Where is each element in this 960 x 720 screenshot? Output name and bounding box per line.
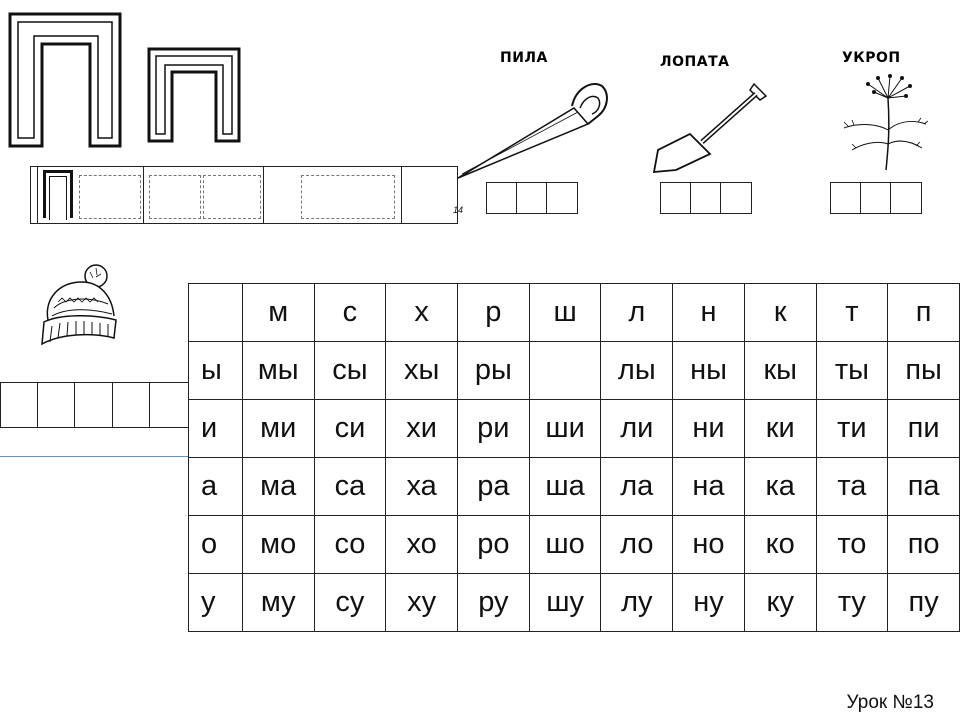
syllable-cell: ри (456, 399, 530, 458)
dill-icon (843, 74, 929, 171)
syllable-cell: хи (385, 399, 458, 458)
syllable-cell: то (815, 515, 889, 574)
syllable-cell: ти (815, 399, 889, 458)
saw-icon (457, 83, 608, 179)
syllable-cell: ха (385, 457, 458, 516)
rule-line (0, 456, 188, 457)
consonant-header: ш (528, 283, 602, 342)
letter-p-lowercase (147, 47, 241, 143)
syllable-cell: шо (528, 515, 602, 574)
syllable-cell: су (313, 573, 387, 632)
vowel-header: а (188, 457, 243, 516)
consonant-header: с (313, 283, 387, 342)
vowel-header: ы (188, 341, 243, 400)
syllable-cell: мо (241, 515, 315, 574)
syllable-cell: ми (241, 399, 315, 458)
syllable-cell: ли (600, 399, 674, 458)
consonant-header: п (887, 283, 960, 342)
syllable-cell: лы (600, 341, 674, 400)
letter-p-uppercase (8, 12, 122, 148)
shovel-icon (652, 82, 768, 174)
consonant-header: м (241, 283, 315, 342)
syllable-cell: ту (815, 573, 889, 632)
consonant-header: р (456, 283, 530, 342)
shovel-answer-cells[interactable] (660, 182, 752, 214)
saw-answer-cells[interactable] (486, 182, 578, 214)
syllable-cell: лу (600, 573, 674, 632)
consonant-header: л (600, 283, 674, 342)
syllable-cell: пы (887, 341, 960, 400)
syllable-cell: на (672, 457, 745, 516)
syllable-cell: шу (528, 573, 602, 632)
syllable-cell: ху (385, 573, 458, 632)
hat-icon (41, 264, 117, 346)
syllable-cell: ло (600, 515, 674, 574)
syllable-cell: со (313, 515, 387, 574)
syllable-cell: са (313, 457, 387, 516)
hat-answer-cells[interactable] (0, 382, 189, 428)
syllable-cell: ни (672, 399, 745, 458)
syllable-cell: ма (241, 457, 315, 516)
syllable-cell: но (672, 515, 745, 574)
syllable-cell: ла (600, 457, 674, 516)
syllable-cell: му (241, 573, 315, 632)
syllable-cell: сы (313, 341, 387, 400)
corner-cell (188, 283, 243, 342)
syllable-cell: ты (815, 341, 889, 400)
syllable-cell (528, 341, 602, 400)
syllable-cell: па (887, 457, 960, 516)
syllable-cell: ку (743, 573, 817, 632)
syllable-cell: та (815, 457, 889, 516)
syllable-cell: пи (887, 399, 960, 458)
saw-label: ПИЛА (500, 50, 548, 66)
syllable-cell: си (313, 399, 387, 458)
syllable-cell: ну (672, 573, 745, 632)
syllable-cell: по (887, 515, 960, 574)
lesson-label: Урок №13 (846, 692, 934, 713)
syllable-cell: кы (743, 341, 817, 400)
consonant-header: х (385, 283, 458, 342)
letter-p-sample (43, 170, 73, 218)
vowel-header: и (188, 399, 243, 458)
syllable-cell: ра (456, 457, 530, 516)
syllable-cell: хы (385, 341, 458, 400)
syllable-cell: пу (887, 573, 960, 632)
vowel-header: о (188, 515, 243, 574)
vowel-header: у (188, 573, 243, 632)
syllable-cell: ро (456, 515, 530, 574)
consonant-header: н (672, 283, 745, 342)
dill-answer-cells[interactable] (830, 182, 922, 214)
consonant-header: к (743, 283, 817, 342)
letter-writing-strip: 14 (30, 166, 463, 224)
shovel-label: ЛОПАТА (660, 54, 730, 70)
syllable-cell: ки (743, 399, 817, 458)
syllable-cell: хо (385, 515, 458, 574)
syllable-cell: ша (528, 457, 602, 516)
syllable-cell: ру (456, 573, 530, 632)
syllable-cell: ко (743, 515, 817, 574)
syllable-cell: ка (743, 457, 817, 516)
page-number: 14 (453, 205, 464, 215)
syllable-cell: мы (241, 341, 315, 400)
consonant-header: т (815, 283, 889, 342)
syllable-cell: ры (456, 341, 530, 400)
syllable-cell: ны (672, 341, 745, 400)
dill-label: УКРОП (842, 50, 901, 66)
syllable-cell: ши (528, 399, 602, 458)
